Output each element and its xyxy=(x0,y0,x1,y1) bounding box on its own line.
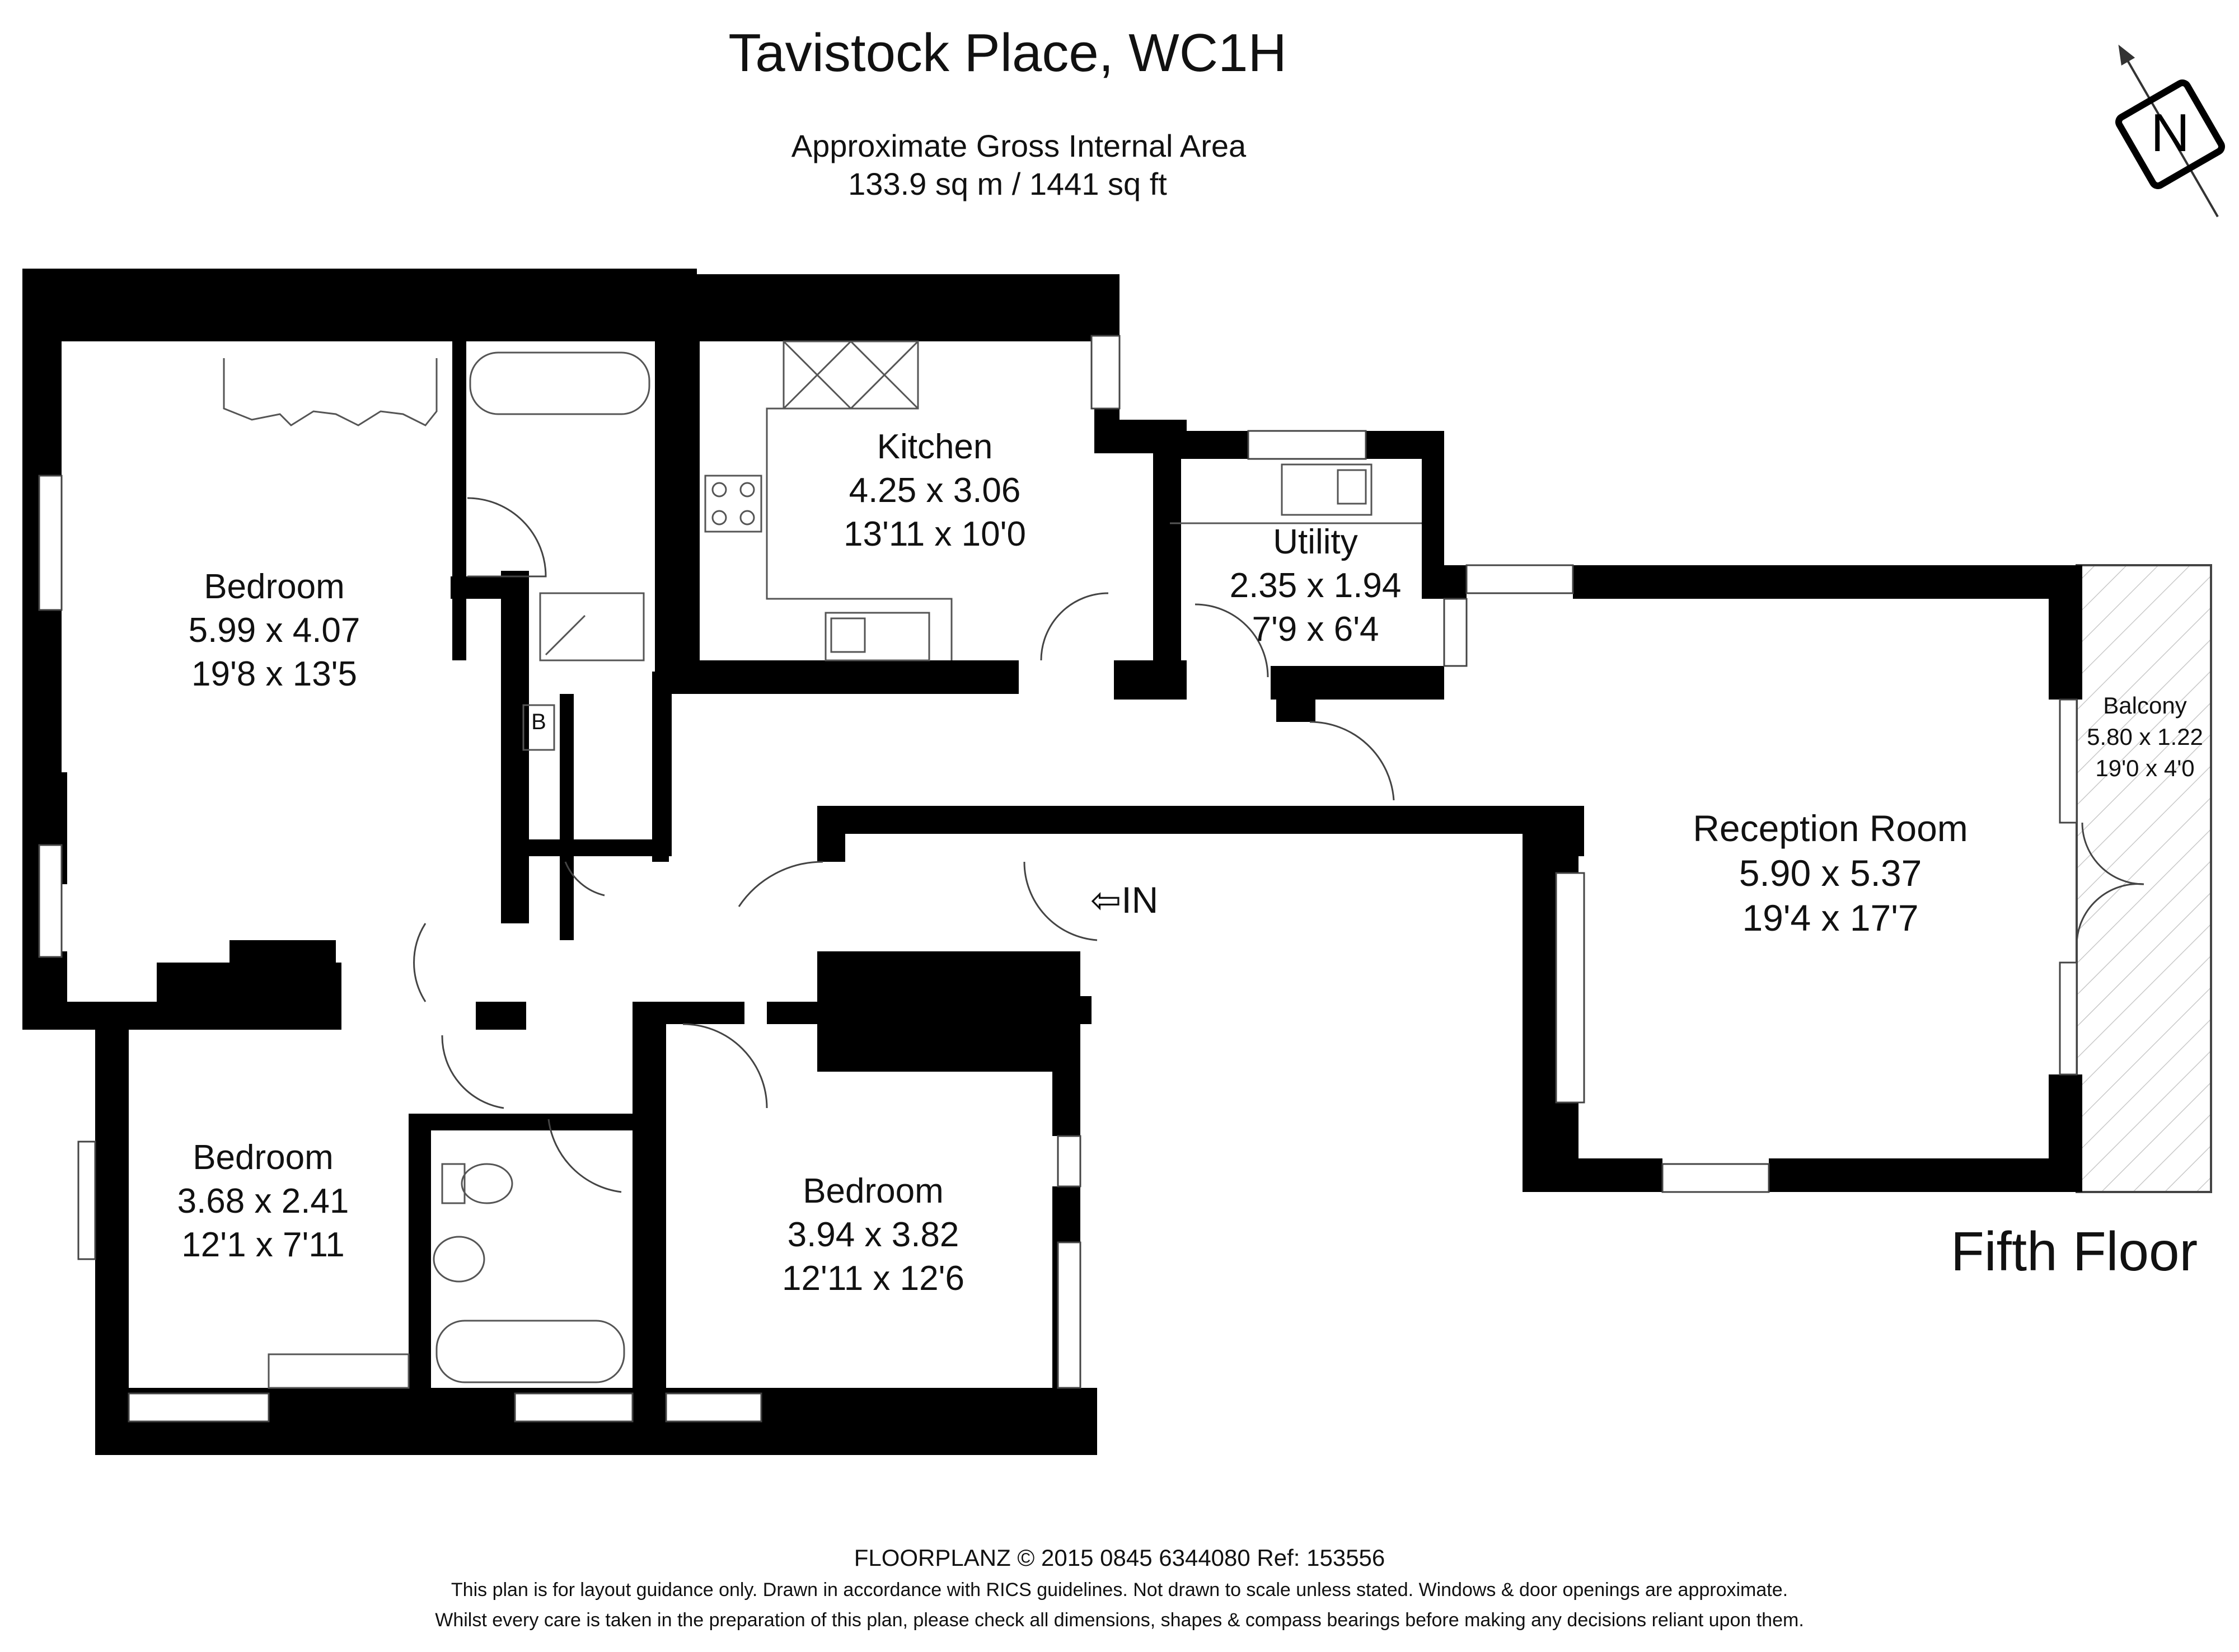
room-metric: 4.25 x 3.06 xyxy=(849,471,1021,510)
entrance-label: IN xyxy=(1121,879,1159,921)
room-imperial: 13'11 x 10'0 xyxy=(844,515,1026,553)
room-name: Bedroom xyxy=(803,1172,944,1210)
room-name: Utility xyxy=(1273,523,1358,561)
footer-credit: FLOORPLANZ © 2015 0845 6344080 Ref: 1535… xyxy=(854,1545,1385,1571)
floor-label: Fifth Floor xyxy=(1951,1221,2198,1282)
room-imperial: 19'8 x 13'5 xyxy=(191,655,357,693)
fixtures xyxy=(223,340,1422,1389)
windows xyxy=(38,335,2078,1423)
plan-title: Tavistock Place, WC1H xyxy=(728,23,1287,83)
room-utility: Utility 2.35 x 1.94 7'9 x 6'4 xyxy=(1203,520,1427,651)
room-name: Bedroom xyxy=(204,567,345,606)
room-metric: 3.68 x 2.41 xyxy=(177,1182,349,1221)
area-value: 133.9 sq m / 1441 sq ft xyxy=(848,166,1167,201)
room-name: Kitchen xyxy=(877,428,993,466)
room-name: Balcony xyxy=(2103,692,2187,719)
room-imperial: 19'4 x 17'7 xyxy=(1742,897,1919,938)
room-bedroom-third: Bedroom 3.94 x 3.82 12'11 x 12'6 xyxy=(761,1170,985,1301)
room-metric: 2.35 x 1.94 xyxy=(1229,566,1402,605)
room-master-bedroom: Bedroom 5.99 x 4.07 19'8 x 13'5 xyxy=(162,565,386,696)
area-label: Approximate Gross Internal Area xyxy=(791,128,1247,163)
entrance-arrow-icon: ⇦ xyxy=(1090,879,1122,921)
room-imperial: 12'1 x 7'11 xyxy=(181,1226,345,1264)
boiler-label: B xyxy=(531,710,546,734)
walls xyxy=(22,269,2082,1455)
room-kitchen: Kitchen 4.25 x 3.06 13'11 x 10'0 xyxy=(823,425,1047,556)
room-imperial: 7'9 x 6'4 xyxy=(1252,610,1379,649)
room-metric: 3.94 x 3.82 xyxy=(787,1215,959,1254)
entrance-marker: ⇦IN xyxy=(1090,879,1158,922)
balcony-area xyxy=(2076,564,2212,1193)
room-metric: 5.90 x 5.37 xyxy=(1739,852,1922,894)
room-balcony: Balcony 5.80 x 1.22 19'0 x 4'0 xyxy=(2078,690,2212,784)
compass-icon: N xyxy=(2115,44,2225,218)
room-metric: 5.99 x 4.07 xyxy=(188,611,360,650)
room-name: Bedroom xyxy=(193,1138,334,1177)
room-imperial: 12'11 x 12'6 xyxy=(782,1259,964,1298)
room-bedroom-small: Bedroom 3.68 x 2.41 12'1 x 7'11 xyxy=(151,1136,375,1267)
room-imperial: 19'0 x 4'0 xyxy=(2095,755,2195,781)
footer-disclaimer-1: This plan is for layout guidance only. D… xyxy=(451,1579,1788,1601)
room-reception: Reception Room 5.90 x 5.37 19'4 x 17'7 xyxy=(1662,806,1998,940)
room-name: Reception Room xyxy=(1693,808,1968,849)
footer-disclaimer-2: Whilst every care is taken in the prepar… xyxy=(435,1609,1804,1631)
doors xyxy=(413,497,2144,1193)
room-metric: 5.80 x 1.22 xyxy=(2087,724,2203,750)
compass-north-letter: N xyxy=(2151,103,2189,163)
